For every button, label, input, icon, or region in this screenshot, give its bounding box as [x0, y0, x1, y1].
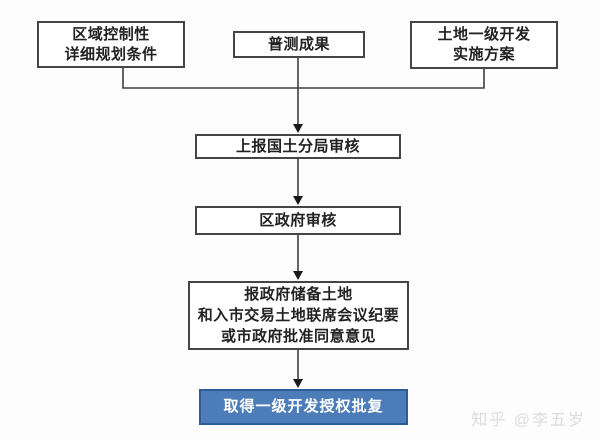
node-text-line: 或市政府批准同意意见: [220, 328, 376, 345]
flow-node-district-government-review: 区政府审核: [195, 206, 401, 235]
flow-node-final-approval: 取得一级开发授权批复: [199, 389, 408, 425]
flow-node-joint-meeting-minutes: 报政府储备土地 和入市交易土地联席会议纪要 或市政府批准同意意见: [188, 281, 409, 350]
node-text-line: 和入市交易土地联席会议纪要: [197, 307, 400, 324]
node-text-line: 土地一级开发: [437, 26, 531, 43]
arrow-down-icon: [293, 271, 303, 280]
arrow-down-icon: [293, 379, 303, 388]
flow-node-implementation-plan: 土地一级开发 实施方案: [410, 21, 558, 69]
node-text-line: 普测成果: [267, 35, 330, 53]
connector-merge-line: [122, 67, 485, 89]
node-text-line: 实施方案: [452, 46, 515, 63]
node-text-line: 上报国土分局审核: [235, 137, 360, 155]
zhihu-watermark: 知乎 @李五岁: [471, 412, 586, 429]
node-text-line: 详细规划条件: [64, 45, 158, 63]
flow-node-regional-planning-conditions: 区域控制性 详细规划条件: [37, 21, 185, 68]
flow-node-report-land-bureau-review: 上报国土分局审核: [195, 134, 401, 159]
node-text-line: 报政府储备土地: [244, 286, 353, 303]
arrow-down-icon: [293, 196, 303, 205]
flow-node-survey-results: 普测成果: [233, 31, 365, 58]
node-text-line: 区域控制性: [72, 25, 150, 43]
arrow-down-icon: [293, 124, 303, 133]
node-text-line: 取得一级开发授权批复: [223, 398, 384, 415]
node-text-line: 区政府审核: [259, 211, 337, 229]
